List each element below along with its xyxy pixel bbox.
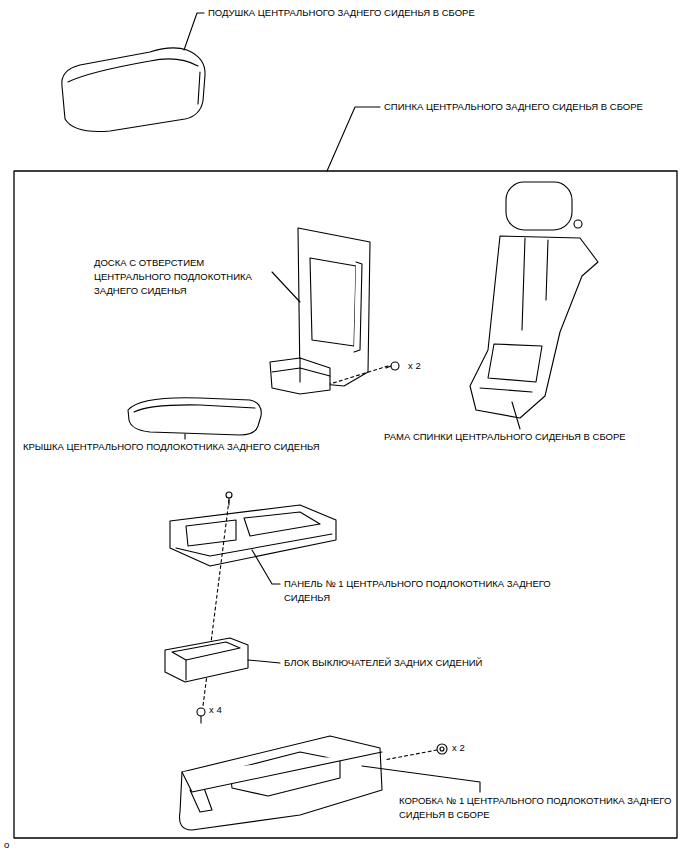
leader-lines — [184, 13, 204, 50]
leader-lines — [272, 272, 300, 302]
seatback-frame — [470, 182, 598, 418]
quantity-label: x 2 — [451, 741, 466, 755]
nuts-box — [384, 750, 437, 760]
nuts-box — [437, 744, 447, 754]
screw-panel — [226, 492, 232, 498]
armrest-panel — [170, 505, 336, 566]
armrest-board — [270, 228, 370, 394]
leader-lines — [512, 402, 520, 429]
armrest-cover — [128, 398, 261, 435]
switch-block — [165, 638, 248, 682]
switch-block — [185, 660, 186, 680]
seatback-frame — [506, 182, 572, 230]
armrest-cover — [128, 398, 261, 435]
screws-block — [197, 708, 205, 723]
outer-frame — [14, 171, 677, 838]
seatback-frame — [546, 240, 548, 300]
part-label: КОРОБКА № 1 ЦЕНТРАЛЬНОГО ПОДЛОКОТНИКА ЗА… — [398, 794, 676, 822]
seat-cushion — [62, 48, 205, 132]
screws-board — [330, 366, 388, 384]
seatback-frame — [480, 388, 532, 392]
part-label: СПИНКА ЦЕНТРАЛЬНОГО ЗАДНЕГО СИДЕНЬЯ В СБ… — [383, 100, 644, 114]
leader-lines — [184, 13, 520, 792]
leader-lines — [327, 107, 380, 171]
armrest-board — [299, 358, 300, 382]
part-label: ДОСКА С ОТВЕРСТИЕМ ЦЕНТРАЛЬНОГО ПОДЛОКОТ… — [93, 256, 271, 298]
armrest-cover — [134, 405, 255, 412]
armrest-box — [180, 736, 383, 830]
screws-board — [330, 362, 399, 384]
part-label: ПАНЕЛЬ № 1 ЦЕНТРАЛЬНОГО ПОДЛОКОТНИКА ЗАД… — [283, 577, 557, 605]
armrest-panel — [186, 520, 236, 546]
part-label: ПОДУШКА ЦЕНТРАЛЬНОГО ЗАДНЕГО СИДЕНЬЯ В С… — [207, 6, 476, 20]
armrest-box — [182, 752, 382, 792]
leader-lines — [184, 434, 185, 439]
armrest-board — [272, 368, 330, 376]
part-label: КРЫШКА ЦЕНТРАЛЬНОГО ПОДЛОКОТНИКА ЗАДНЕГО… — [22, 440, 321, 454]
screws-board — [386, 366, 391, 368]
armrest-panel — [170, 505, 336, 566]
nuts-box — [440, 747, 444, 751]
nuts-box — [384, 744, 447, 760]
screw-panel — [228, 498, 229, 505]
leader-lines — [362, 766, 480, 792]
armrest-board — [270, 358, 330, 394]
armrest-board — [310, 258, 356, 346]
quantity-label: x 4 — [208, 703, 223, 717]
seatback-frame — [522, 238, 525, 330]
leader-lines — [252, 550, 280, 584]
armrest-box — [180, 736, 383, 830]
outer-frame — [14, 171, 677, 838]
quantity-label: x 2 — [407, 359, 422, 373]
switch-block — [165, 638, 248, 682]
part-label: БЛОК ВЫКЛЮЧАТЕЛЕЙ ЗАДНИХ СИДЕНИЙ — [283, 656, 483, 670]
leader-lines — [248, 660, 280, 663]
armrest-panel — [244, 512, 320, 536]
seat-cushion — [62, 48, 205, 132]
armrest-board — [354, 262, 362, 352]
seatback-frame — [470, 236, 598, 418]
part-label: РАМА СПИНКИ ЦЕНТРАЛЬНОГО СИДЕНЬЯ В СБОРЕ — [383, 430, 627, 444]
seat-cushion — [68, 59, 198, 82]
seat-cushion — [198, 72, 200, 104]
screws-block — [197, 708, 205, 716]
screws-board — [391, 362, 399, 370]
seatback-frame — [574, 220, 582, 228]
seatback-frame — [488, 344, 542, 382]
switch-block — [172, 642, 240, 660]
figure-mark: o — [3, 838, 10, 852]
screws-block — [200, 716, 201, 723]
